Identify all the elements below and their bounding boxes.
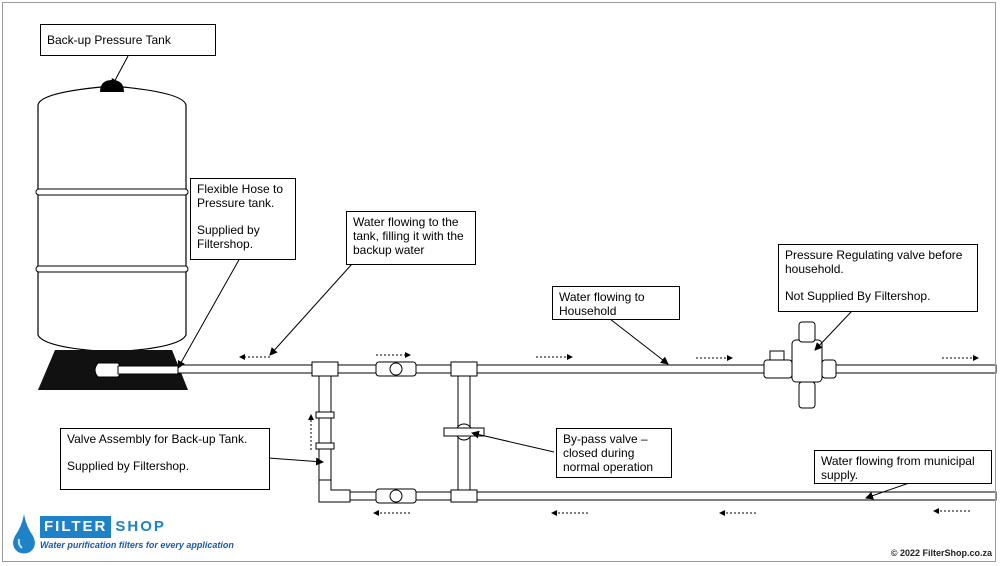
tank-outlet-fitting (94, 362, 122, 378)
prv-bottom (798, 381, 816, 409)
union-ring-upper (389, 362, 403, 376)
label-municipal-supply-text: Water flowing from municipal supply. (821, 454, 975, 482)
riser-valve-bottom (315, 442, 335, 450)
tank-band-lower (35, 265, 189, 273)
leader-prv (814, 310, 853, 351)
flex-hose-connector (117, 365, 181, 375)
label-flow-household: Water flowing to Household (552, 286, 680, 320)
label-valve-assembly-line1: Valve Assembly for Back-up Tank. (67, 432, 248, 446)
brand-name-shop: SHOP (111, 516, 170, 538)
flow-arrows (239, 352, 979, 516)
leader-municipal (865, 481, 913, 500)
lower-tee (450, 489, 478, 503)
label-pressure-regulating-valve: Pressure Regulating valve before househo… (778, 244, 978, 312)
label-prv-line1: Pressure Regulating valve before househo… (785, 248, 963, 276)
label-municipal-supply: Water flowing from municipal supply. (814, 450, 992, 484)
upper-pipe (177, 364, 997, 374)
prv-inlet-fitting (763, 359, 793, 379)
label-flow-household-text: Water flowing to Household (559, 290, 645, 318)
lower-elbow (318, 479, 351, 503)
label-backup-tank: Back-up Pressure Tank (40, 24, 216, 56)
prv-outlet-fitting (821, 359, 837, 379)
brand-tagline: Water purification filters for every app… (40, 540, 234, 550)
leader-valve-assembly (267, 457, 324, 466)
label-flexible-hose-line2: Supplied by Filtershop. (197, 223, 260, 251)
prv-bonnet (798, 321, 816, 343)
label-valve-assembly-line2: Supplied by Filtershop. (67, 459, 190, 473)
label-flexible-hose-line1: Flexible Hose to Pressure tank. (197, 182, 284, 210)
tank-valve-riser (318, 371, 332, 495)
prv-body (791, 339, 823, 383)
brand-name-filter: FILTER (40, 516, 112, 538)
leader-lines (111, 55, 913, 500)
label-flow-to-tank-text: Water flowing to the tank, filling it wi… (353, 215, 464, 257)
water-drop-icon (13, 514, 35, 554)
label-bypass-valve: By-pass valve – closed during normal ope… (556, 428, 672, 478)
filtershop-logo: FILTER SHOP Water purification filters f… (12, 510, 242, 558)
copyright-notice: © 2022 FilterShop.co.za (890, 548, 992, 558)
label-prv-line2: Not Supplied By Filtershop. (785, 289, 931, 303)
prv-gauge (769, 350, 785, 361)
label-flexible-hose: Flexible Hose to Pressure tank. Supplied… (190, 178, 296, 260)
brand-name: FILTER SHOP (40, 516, 170, 538)
union-ring-lower (389, 489, 403, 503)
lower-pipe (329, 491, 997, 501)
upper-tee-left (311, 361, 339, 377)
pipework (177, 321, 997, 504)
leader-hose (177, 257, 241, 369)
label-flow-to-tank: Water flowing to the tank, filling it wi… (346, 211, 476, 265)
leader-flow-tank (269, 263, 353, 356)
pressure-tank (35, 80, 189, 390)
leader-tank-title (111, 55, 129, 87)
label-valve-assembly: Valve Assembly for Back-up Tank. Supplie… (60, 428, 270, 490)
leader-flow-household (609, 318, 669, 365)
label-bypass-valve-text: By-pass valve – closed during normal ope… (563, 432, 654, 474)
bypass-valve-handle (443, 427, 485, 437)
label-backup-tank-text: Back-up Pressure Tank (47, 33, 171, 47)
upper-tee-right (450, 361, 478, 377)
tank-band-upper (35, 188, 189, 196)
leader-bypass (471, 430, 555, 453)
riser-valve-top (315, 411, 335, 419)
